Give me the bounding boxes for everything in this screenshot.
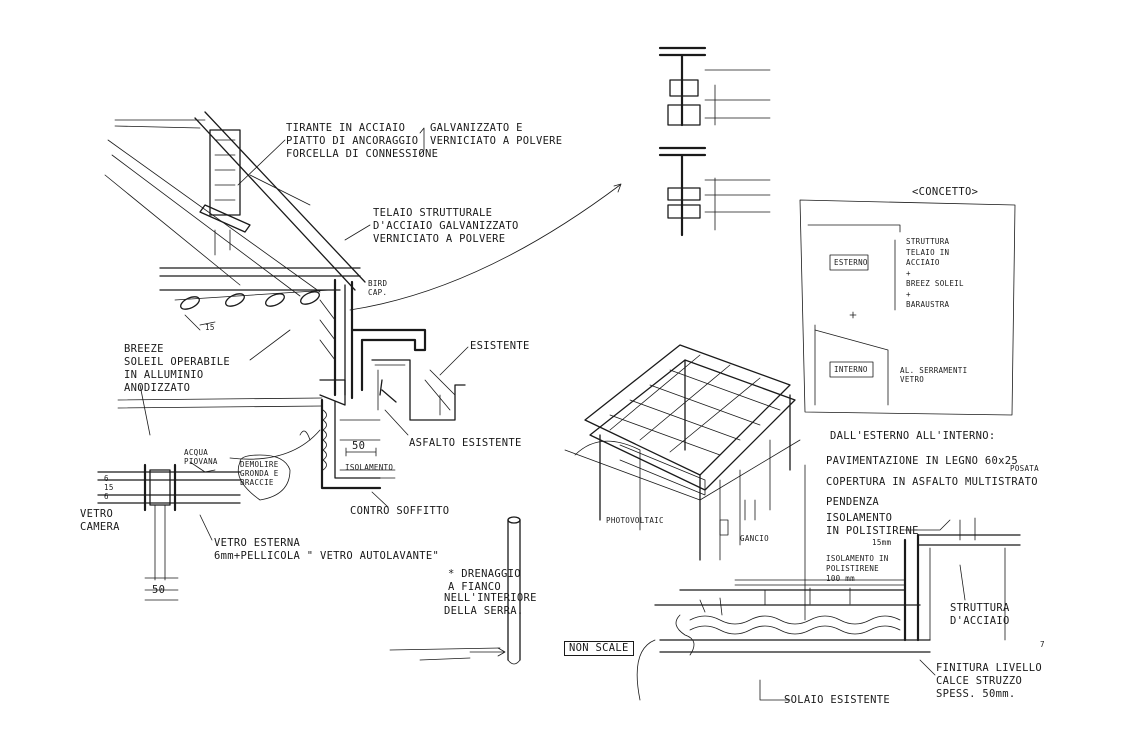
dim-50-label: 50 (352, 440, 366, 452)
layer-pavimentazione: PAVIMENTAZIONE IN LEGNO 60x25 (826, 455, 1019, 467)
struttura-acciaio-label: STRUTTURA D'ACCIAIO (950, 602, 1010, 627)
layer-isolamento-15-thk: 15mm (872, 538, 892, 547)
solaio-label: SOLAIO ESISTENTE (784, 694, 890, 706)
drenaggio-label: * DRENAGGIO A FIANCO (448, 568, 521, 593)
pergola-perspective (564, 344, 801, 561)
angle-label: 15 (205, 323, 215, 332)
glass-dims: 6 15 6 (104, 474, 114, 501)
concept-title: <CONCETTO> (912, 186, 979, 198)
layer-pendenza: PENDENZA (826, 496, 879, 508)
layer-posata: POSATA (1010, 464, 1039, 473)
page-mark: 7 (1040, 640, 1045, 649)
esistente-label: ESISTENTE (470, 340, 530, 352)
demolire-label: DEMOLIRE GRONDA E BRACCIE (240, 460, 279, 487)
concept-box (799, 199, 1016, 416)
roof-heading: DALL'ESTERNO ALL'INTERNO: (830, 430, 996, 442)
tirante-label: TIRANTE IN ACCIAIO PIATTO DI ANCORAGGIO … (286, 122, 439, 160)
dim-50-bottom-label: 50 (152, 584, 166, 596)
gancio-label: GANCIO (740, 534, 769, 543)
layer-isolamento-100: ISOLAMENTO IN POLISTIRENE 100 mm (826, 554, 889, 583)
detail-arrow (349, 184, 621, 311)
layer-copertura: COPERTURA IN ASFALTO MULTISTRATO (826, 476, 1038, 488)
interiore-label: NELL'INTERIORE DELLA SERRA. (444, 592, 537, 617)
serramenti-label: AL. SERRAMENTI VETRO (900, 366, 968, 384)
vetro-esterna-label: VETRO ESTERNA 6mm+PELLICOLA " VETRO AUTO… (214, 537, 440, 562)
struttura-concept-label: STRUTTURA TELAIO IN ACCIAIO + BREEZ SOLE… (906, 237, 964, 309)
brise-soleil-label: BREEZE SOLEIL OPERABILE IN ALLUMINIO ANO… (124, 343, 230, 394)
roof-section-detail (636, 464, 1021, 701)
finitura-label: FINITURA LIVELLO CALCE STRUZZO SPESS. 50… (936, 662, 1042, 700)
telaio-label: TELAIO STRUTTURALE D'ACCIAIO GALVANIZZAT… (373, 207, 519, 245)
interno-label: INTERNO (834, 365, 868, 374)
controsoffitto-label: CONTRO SOFFITTO (350, 505, 450, 517)
vetro-camera-label: VETRO CAMERA (80, 508, 120, 533)
non-scale-stamp: NON SCALE (564, 641, 634, 656)
isolamento-label: ISOLAMENTO (345, 463, 394, 472)
glazing-detail (97, 461, 241, 601)
ibeam-details (658, 46, 771, 237)
photovoltaic-label: PHOTOVOLTAIC (606, 516, 664, 525)
sloped-roof-detail (104, 111, 469, 508)
galvanizzato-label: GALVANIZZATO E VERNICIATO A POLVERE (430, 122, 563, 147)
acqua-piovana-label: ACQUA PIOVANA (184, 448, 218, 466)
bird-cap-label: BIRD CAP. (368, 279, 388, 297)
esterno-label: ESTERNO (834, 258, 868, 267)
layer-isolamento-15: ISOLAMENTO IN POLISTIRENE (826, 512, 919, 537)
drain-pipe (389, 516, 521, 665)
asfalto-label: ASFALTO ESISTENTE (409, 437, 522, 449)
